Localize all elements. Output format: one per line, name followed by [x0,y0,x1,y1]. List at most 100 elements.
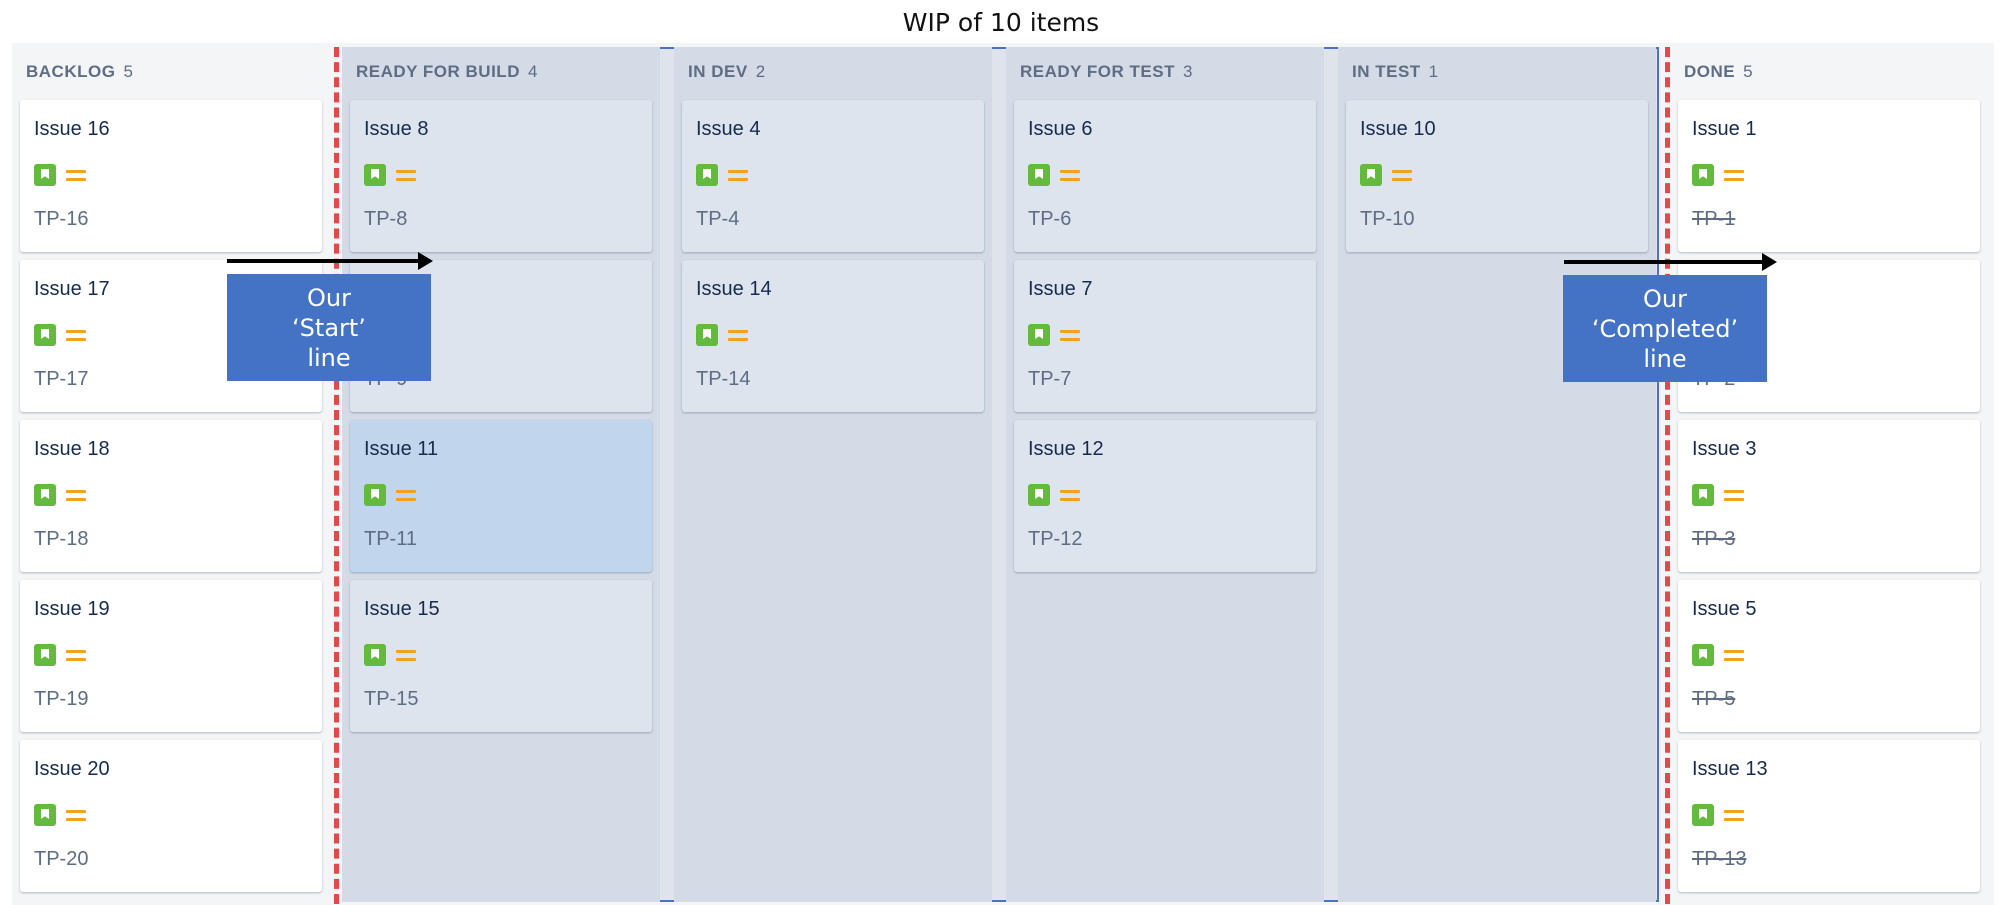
issue-title: Issue 13 [1692,758,1768,780]
issue-card[interactable]: Issue 10 TP-10 [1346,100,1648,252]
story-icon [1692,484,1714,506]
issue-card[interactable]: Issue 11 TP-11 [350,420,652,572]
issue-key: TP-19 [34,688,89,710]
story-icon [34,164,56,186]
issue-key: TP-8 [364,208,408,230]
start-boundary-line [334,47,339,904]
issue-key: TP-20 [34,848,89,870]
issue-title: Issue 20 [34,758,110,780]
priority-medium-icon [728,170,748,181]
priority-medium-icon [728,330,748,341]
story-icon [1692,644,1714,666]
priority-medium-icon [66,810,86,821]
priority-medium-icon [1724,810,1744,821]
completed-line-callout: Our ‘Completed’ line [1563,275,1767,382]
column-name: READY FOR TEST [1020,62,1175,81]
priority-medium-icon [66,170,86,181]
priority-medium-icon [1060,490,1080,501]
story-icon [34,324,56,346]
issue-key: TP-7 [1028,368,1072,390]
issue-card[interactable]: Issue 14 TP-14 [682,260,984,412]
issue-title: Issue 6 [1028,118,1093,140]
column-name: DONE [1684,62,1736,81]
issue-title: Issue 8 [364,118,429,140]
issue-card[interactable]: Issue 6 TP-6 [1014,100,1316,252]
column-count: 5 [1743,62,1754,81]
issue-key: TP-15 [364,688,419,710]
issue-key: TP-11 [364,528,417,550]
start-arrow [227,252,433,270]
story-icon [1360,164,1382,186]
issue-card[interactable]: Issue 13 TP-13 [1678,740,1980,892]
story-icon [364,644,386,666]
issue-card[interactable]: Issue 7 TP-7 [1014,260,1316,412]
story-icon [1028,484,1050,506]
column-count: 3 [1182,62,1193,81]
completed-arrow [1564,253,1777,271]
completed-boundary-line [1665,47,1670,904]
issue-title: Issue 17 [34,278,110,300]
issue-key: TP-4 [696,208,740,230]
issue-title: Issue 1 [1692,118,1757,140]
issue-card[interactable]: Issue 18 TP-18 [20,420,322,572]
issue-card[interactable]: Issue 15 TP-15 [350,580,652,732]
issue-title: Issue 16 [34,118,110,140]
column-count: 4 [527,62,538,81]
story-icon [34,644,56,666]
story-icon [1692,164,1714,186]
story-icon [696,164,718,186]
issue-title: Issue 11 [364,438,439,460]
priority-medium-icon [66,330,86,341]
issue-card[interactable]: Issue 8 TP-8 [350,100,652,252]
issue-card[interactable]: Issue 19 TP-19 [20,580,322,732]
priority-medium-icon [1392,170,1412,181]
story-icon [364,484,386,506]
issue-title: Issue 14 [696,278,772,300]
issue-key: TP-17 [34,368,89,390]
priority-medium-icon [1724,170,1744,181]
start-line-callout: Our ‘Start’ line [227,274,431,381]
issue-key: TP-14 [696,368,751,390]
issue-title: Issue 18 [34,438,110,460]
column-count: 2 [755,62,766,81]
priority-medium-icon [1724,650,1744,661]
column-name: IN DEV [688,62,748,81]
column-header: IN DEV 2 [688,62,766,82]
issue-title: Issue 15 [364,598,440,620]
issue-key: TP-3 [1692,528,1736,550]
story-icon [1028,324,1050,346]
issue-key: TP-13 [1692,848,1747,870]
story-icon [1692,804,1714,826]
priority-medium-icon [1060,170,1080,181]
story-icon [696,324,718,346]
issue-title: Issue 10 [1360,118,1436,140]
column-header: READY FOR TEST 3 [1020,62,1193,82]
story-icon [364,164,386,186]
issue-title: Issue 12 [1028,438,1104,460]
issue-key: TP-10 [1360,208,1415,230]
priority-medium-icon [396,170,416,181]
issue-title: Issue 19 [34,598,110,620]
story-icon [34,484,56,506]
priority-medium-icon [1724,490,1744,501]
diagram-title: WIP of 10 items [902,8,1100,37]
issue-key: TP-6 [1028,208,1072,230]
issue-title: Issue 7 [1028,278,1093,300]
story-icon [1028,164,1050,186]
issue-title: Issue 5 [1692,598,1757,620]
issue-key: TP-18 [34,528,89,550]
issue-card[interactable]: Issue 20 TP-20 [20,740,322,892]
story-icon [34,804,56,826]
